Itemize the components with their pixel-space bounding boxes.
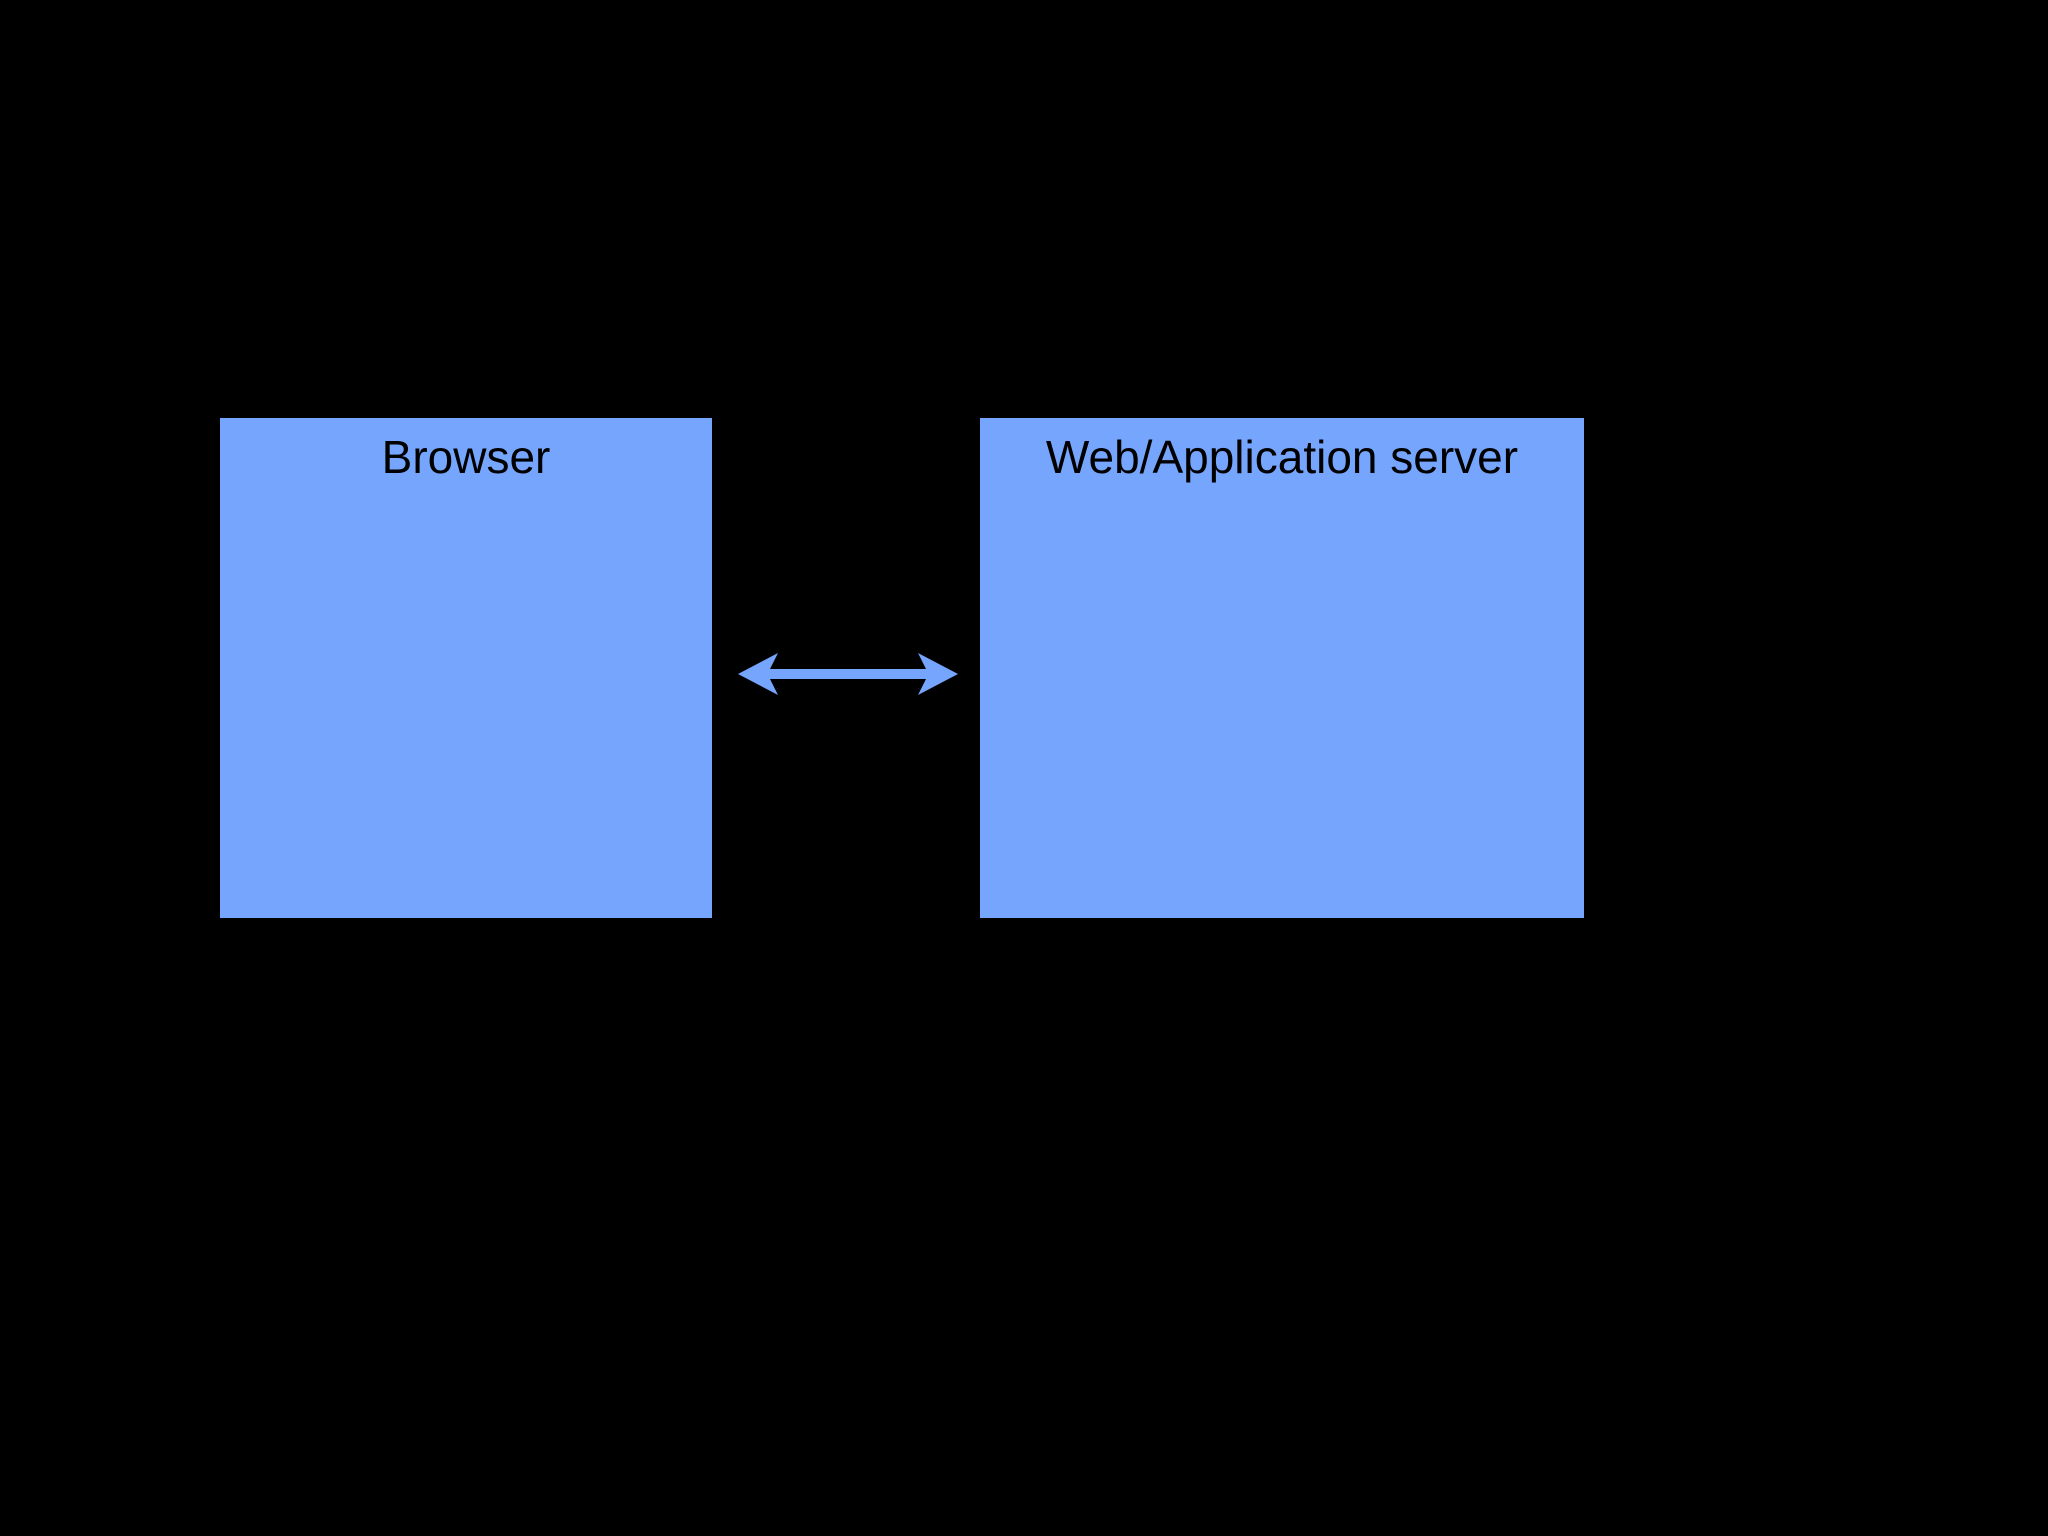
browser-box: Browser (220, 418, 712, 918)
web-application-server-box: Web/Application server (980, 418, 1584, 918)
double-headed-arrow-icon (738, 653, 958, 695)
web-application-server-label: Web/Application server (1045, 431, 1519, 483)
arrow-shape (738, 653, 958, 695)
browser-label: Browser (381, 431, 551, 483)
